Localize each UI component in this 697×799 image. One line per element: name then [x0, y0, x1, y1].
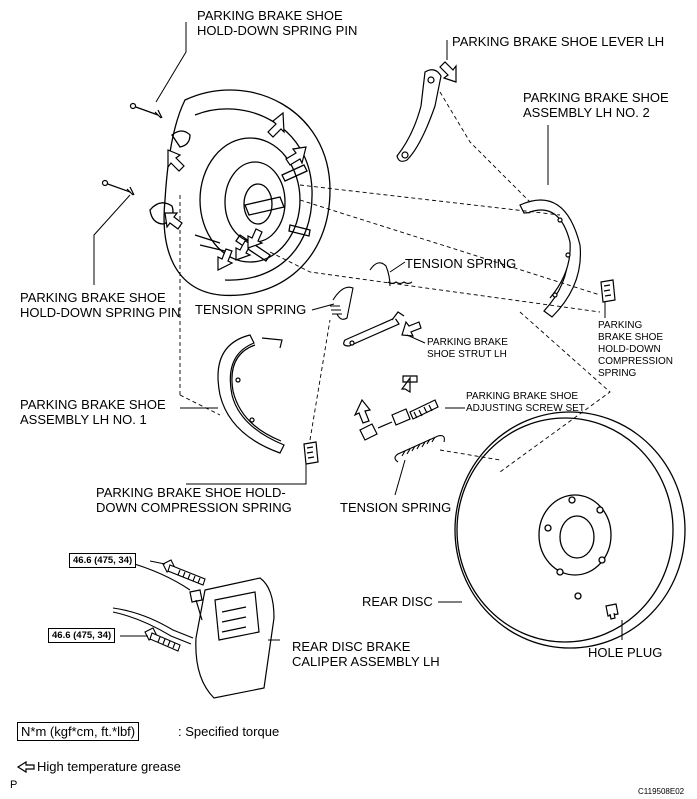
hole-plug: [605, 603, 619, 620]
parking-brake-shoe-lever: [396, 69, 442, 162]
label-rear-disc: REAR DISC: [362, 594, 433, 609]
legend-unit-text: : Specified torque: [178, 724, 280, 739]
rear-disc: [454, 411, 686, 649]
label-shoe-lever: PARKING BRAKE SHOE LEVER LH: [452, 34, 665, 49]
tension-spring-lower: [394, 435, 445, 463]
label-shoe-assembly-no2: PARKING BRAKE SHOE ASSEMBLY LH NO. 2: [523, 90, 669, 120]
hollow-arrow-icon: [247, 228, 264, 249]
hollow-arrow-icon: [439, 61, 457, 83]
label-caliper: REAR DISC BRAKE CALIPER ASSEMBLY LH: [292, 639, 440, 669]
hold-down-spring-pin-left: [101, 179, 135, 196]
adjusting-screw-set: [359, 399, 439, 441]
backing-plate: [149, 89, 331, 297]
figure-code: C119508E02: [638, 787, 685, 796]
hollow-arrow-icon: [400, 375, 418, 394]
label-compression-spring-bottom: PARKING BRAKE SHOE HOLD- DOWN COMPRESSIO…: [96, 485, 292, 515]
label-hole-plug: HOLE PLUG: [588, 645, 663, 660]
compression-spring-right: [600, 279, 616, 303]
hollow-arrow-icon: [16, 760, 35, 774]
caliper-bolt-lower: [144, 627, 181, 652]
label-hold-down-pin-top: PARKING BRAKE SHOE HOLD-DOWN SPRING PIN: [197, 8, 358, 38]
caliper-assembly: [189, 577, 275, 699]
label-tension-spring-upper: TENSION SPRING: [405, 256, 517, 271]
dashed-guides: [179, 91, 611, 473]
hollow-arrow-icon: [217, 248, 234, 271]
legend-grease-text: High temperature grease: [37, 759, 181, 774]
hollow-arrow-icon: [353, 398, 372, 424]
torque-spec-lower: 46.6 (475, 34): [48, 628, 116, 643]
label-shoe-assembly-no1: PARKING BRAKE SHOE ASSEMBLY LH NO. 1: [20, 397, 166, 427]
label-adjusting-screw-set: PARKING BRAKE SHOE ADJUSTING SCREW SET: [466, 391, 585, 414]
shoe-assembly-no2: [519, 199, 582, 318]
caliper-bolt-upper: [162, 559, 206, 586]
hollow-arrow-icon: [285, 146, 307, 166]
hollow-arrow-icon: [164, 212, 183, 230]
shoe-strut: [343, 311, 405, 347]
hold-down-spring-pin-top: [129, 102, 163, 119]
leader-lines: [93, 22, 623, 641]
hollow-arrow-icon: [267, 111, 285, 138]
label-tension-spring-left: TENSION SPRING: [195, 302, 307, 317]
hollow-arrow-icon: [401, 320, 422, 337]
compression-spring-bottom: [303, 441, 319, 465]
tension-springs-upper: [330, 262, 413, 320]
label-tension-spring-lower: TENSION SPRING: [340, 500, 452, 515]
shoe-assembly-no1: [217, 334, 285, 454]
torque-spec-upper: 46.6 (475, 34): [69, 553, 137, 568]
label-shoe-strut: PARKING BRAKE SHOE STRUT LH: [427, 337, 508, 360]
label-hold-down-pin-left: PARKING BRAKE SHOE HOLD-DOWN SPRING PIN: [20, 290, 181, 320]
label-compression-spring-right: PARKING BRAKE SHOE HOLD-DOWN COMPRESSION…: [598, 320, 674, 379]
legend-unit-box: N*m (kgf*cm, ft.*lbf): [17, 722, 140, 741]
hollow-arrow-icon: [167, 149, 185, 172]
grease-arrows: [16, 61, 457, 774]
page-marker: P: [10, 779, 18, 791]
